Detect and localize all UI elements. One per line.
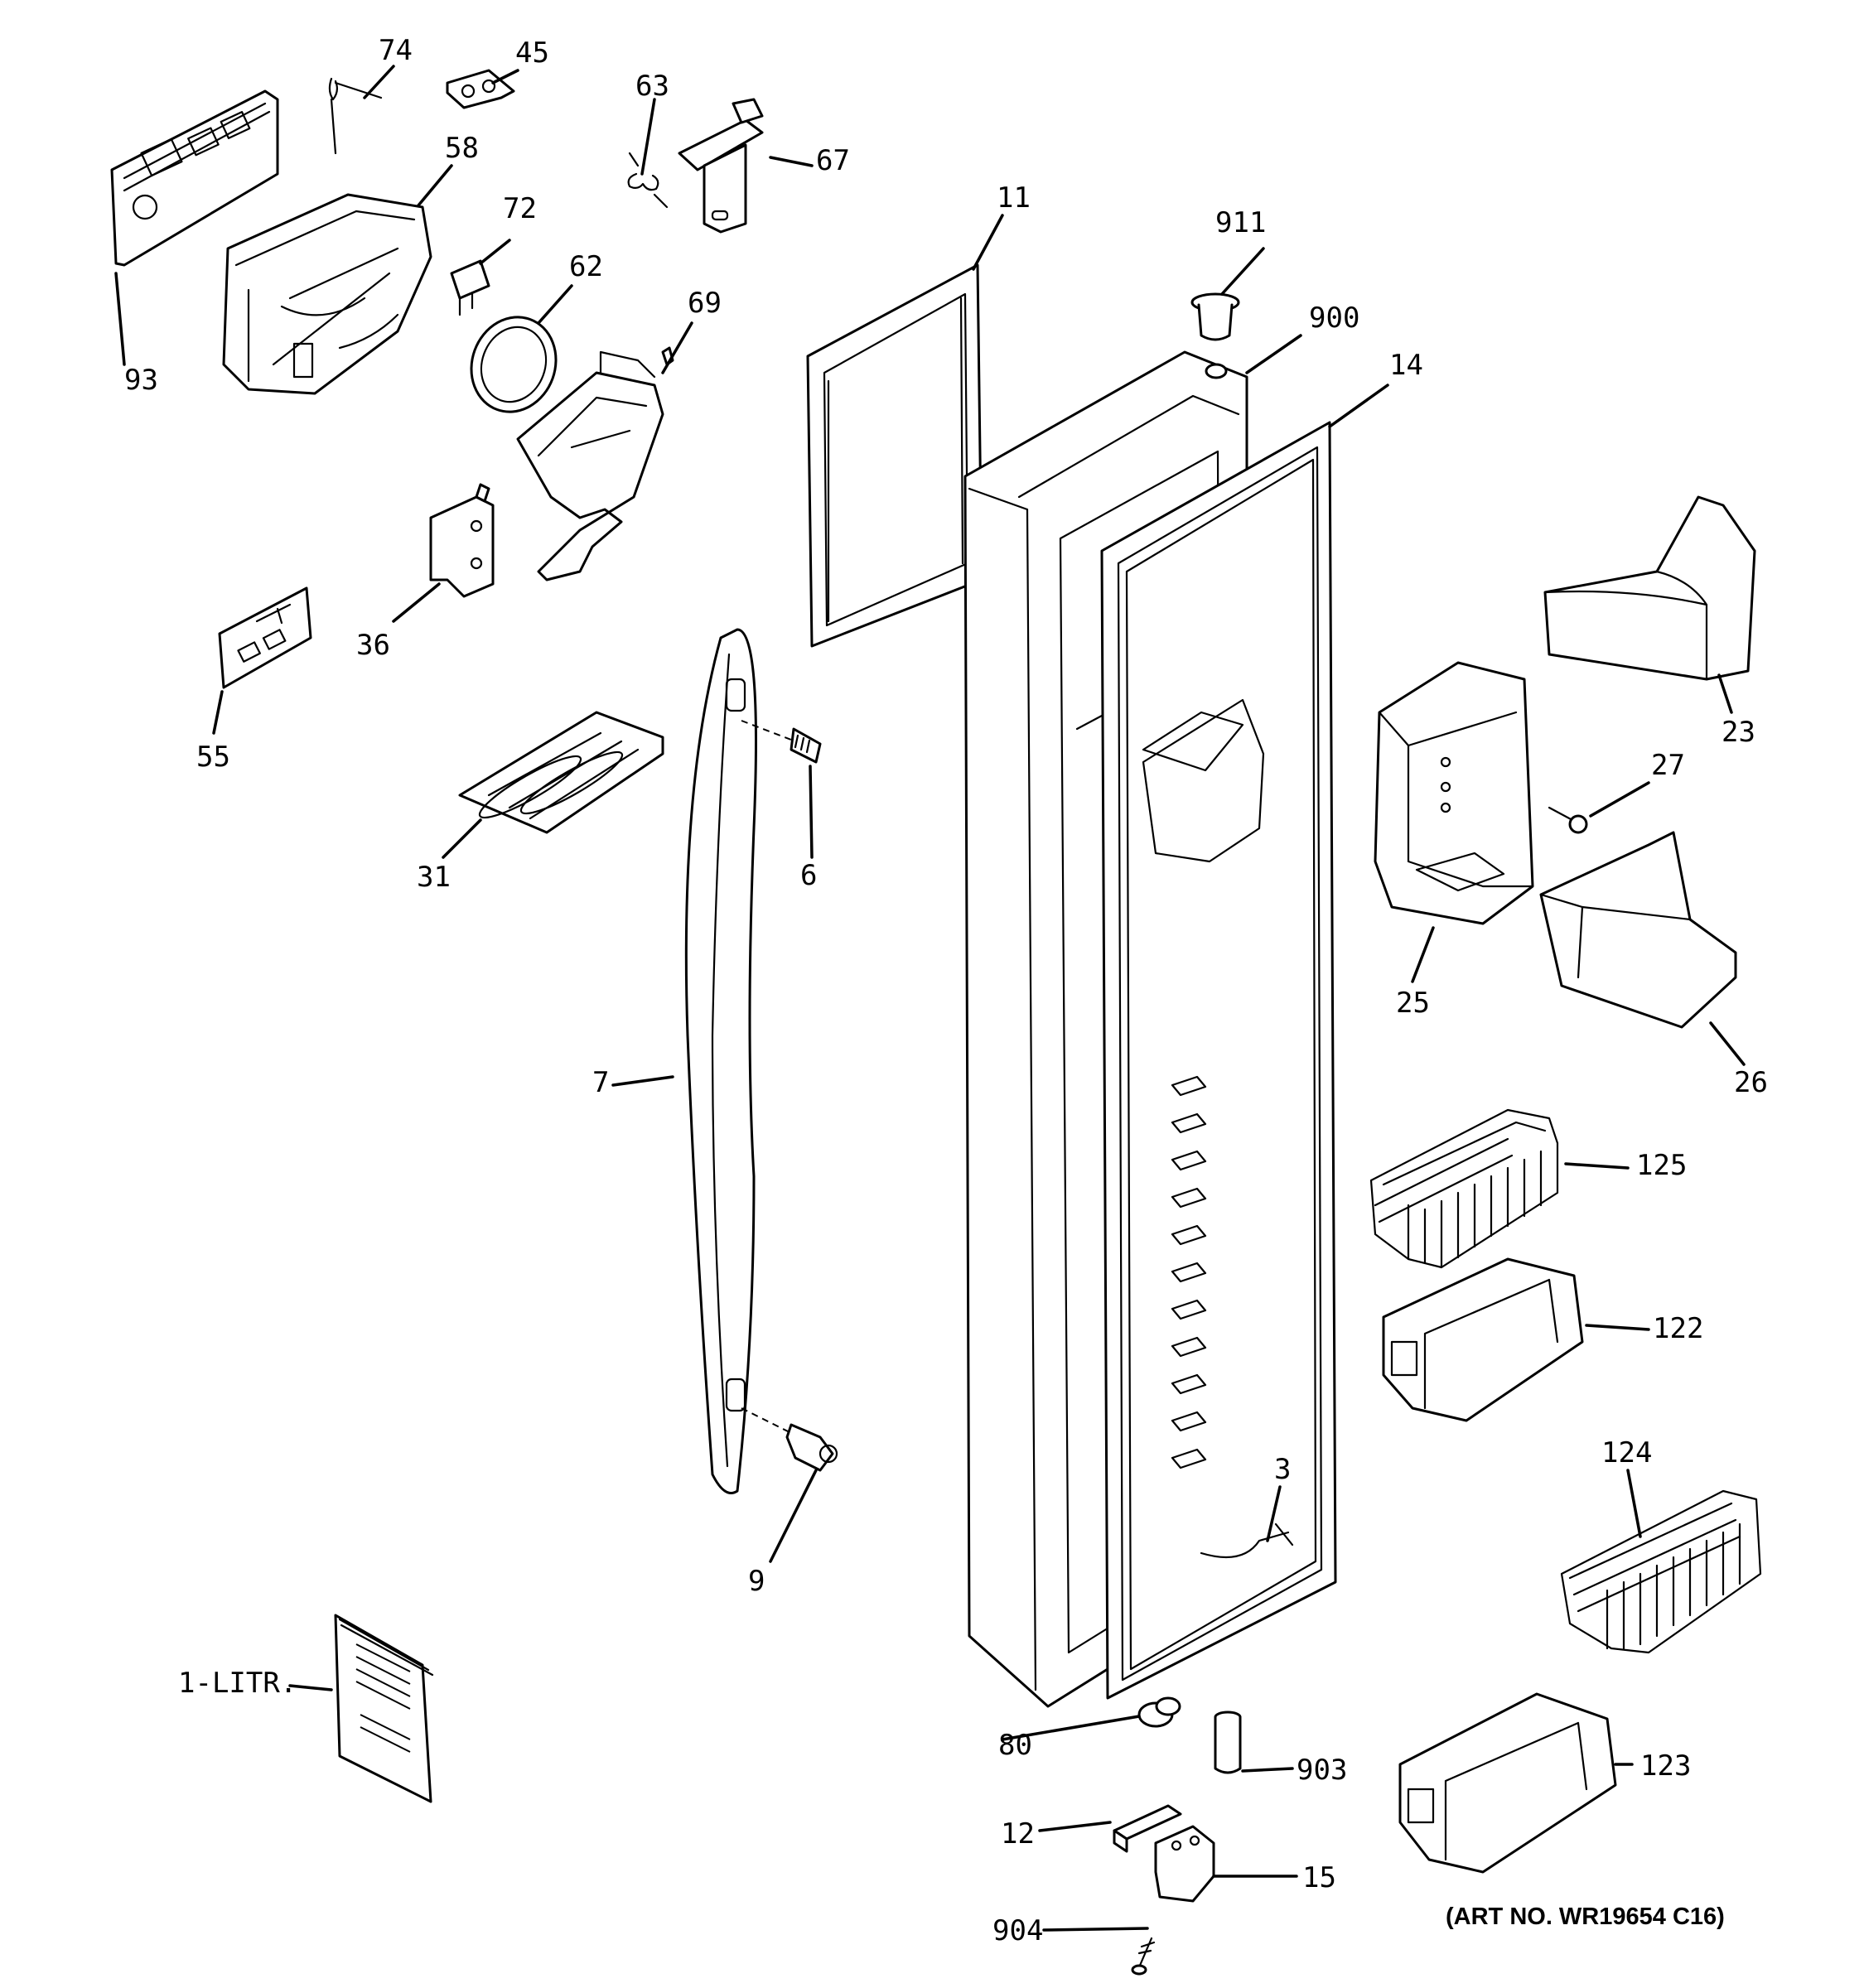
callout-26: 26	[1734, 1066, 1768, 1099]
part-14-door-gasket	[1100, 421, 1337, 1700]
callout-74: 74	[379, 34, 413, 67]
part-63-spring	[627, 152, 669, 209]
callout-58: 58	[445, 132, 479, 165]
part-11-dispenser-frame	[806, 263, 983, 648]
callout-123: 123	[1640, 1749, 1691, 1783]
part-69-ice-funnel	[516, 346, 674, 581]
part-904-screw	[1131, 1937, 1156, 1976]
callout-27: 27	[1651, 749, 1685, 782]
door-shelf-clips	[1171, 1075, 1207, 1469]
part-27-screw	[1548, 806, 1588, 834]
callout-23: 23	[1722, 716, 1755, 749]
part-903-hinge-pin	[1214, 1711, 1242, 1774]
part-6-screw	[741, 720, 822, 764]
callout-11: 11	[997, 181, 1031, 215]
callout-15: 15	[1302, 1861, 1336, 1894]
leader-lines	[114, 65, 1746, 1932]
callout-31: 31	[417, 861, 451, 894]
part-74-spring	[328, 77, 383, 155]
callout-67: 67	[816, 144, 850, 177]
part-93-control-board	[110, 89, 279, 267]
part-62-auger-motor-ring	[470, 316, 558, 413]
part-58-dispenser-housing	[222, 193, 432, 395]
callout-63: 63	[635, 70, 669, 103]
callout-1-litr: 1-LITR.	[178, 1667, 297, 1700]
art-number: (ART NO. WR19654 C16)	[1446, 1904, 1725, 1930]
part-124-wire-basket	[1560, 1489, 1762, 1654]
callout-25: 25	[1396, 987, 1430, 1020]
callout-62: 62	[569, 250, 603, 283]
callout-45: 45	[515, 36, 549, 70]
callout-6: 6	[800, 859, 817, 892]
part-80-bushing	[1137, 1696, 1181, 1728]
part-26-bin	[1539, 831, 1737, 1029]
part-15-hinge	[1154, 1825, 1215, 1903]
part-123-door-bin	[1398, 1692, 1617, 1874]
part-125-wire-basket	[1369, 1108, 1559, 1269]
callout-69: 69	[688, 287, 722, 320]
callout-12: 12	[1001, 1817, 1035, 1850]
callout-36: 36	[356, 629, 390, 662]
callout-14: 14	[1389, 349, 1423, 382]
callout-80: 80	[998, 1729, 1032, 1762]
callout-903: 903	[1297, 1754, 1347, 1787]
callout-904: 904	[992, 1914, 1043, 1947]
callout-9: 9	[748, 1565, 765, 1598]
part-55-circuit-board	[218, 586, 312, 689]
callout-3: 3	[1274, 1453, 1291, 1486]
part-911-grommet	[1190, 292, 1240, 341]
callout-911: 911	[1215, 206, 1266, 239]
part-67-hinge-bracket	[678, 98, 764, 234]
callout-125: 125	[1636, 1149, 1687, 1182]
callout-93: 93	[124, 364, 158, 397]
part-9-bushing	[741, 1407, 838, 1472]
callout-72: 72	[503, 192, 537, 225]
part-23-cover	[1543, 495, 1756, 681]
callout-900: 900	[1309, 302, 1359, 335]
part-1-litr-literature	[334, 1614, 434, 1803]
part-7-door-handle	[684, 628, 757, 1494]
part-36-mounting-bracket	[429, 483, 495, 598]
part-72-switch	[450, 259, 490, 316]
part-122-door-bin	[1382, 1257, 1584, 1422]
part-25-bin-support	[1374, 661, 1534, 925]
callout-122: 122	[1653, 1312, 1703, 1345]
callout-labels: 74 45 63 67 58 72 93 62 69 11 911 900 14…	[124, 34, 1768, 1947]
part-12-plate	[1113, 1804, 1182, 1853]
callout-55: 55	[196, 741, 230, 774]
callout-7: 7	[592, 1066, 609, 1099]
part-31-drip-tray	[458, 711, 664, 834]
callout-124: 124	[1601, 1436, 1652, 1469]
